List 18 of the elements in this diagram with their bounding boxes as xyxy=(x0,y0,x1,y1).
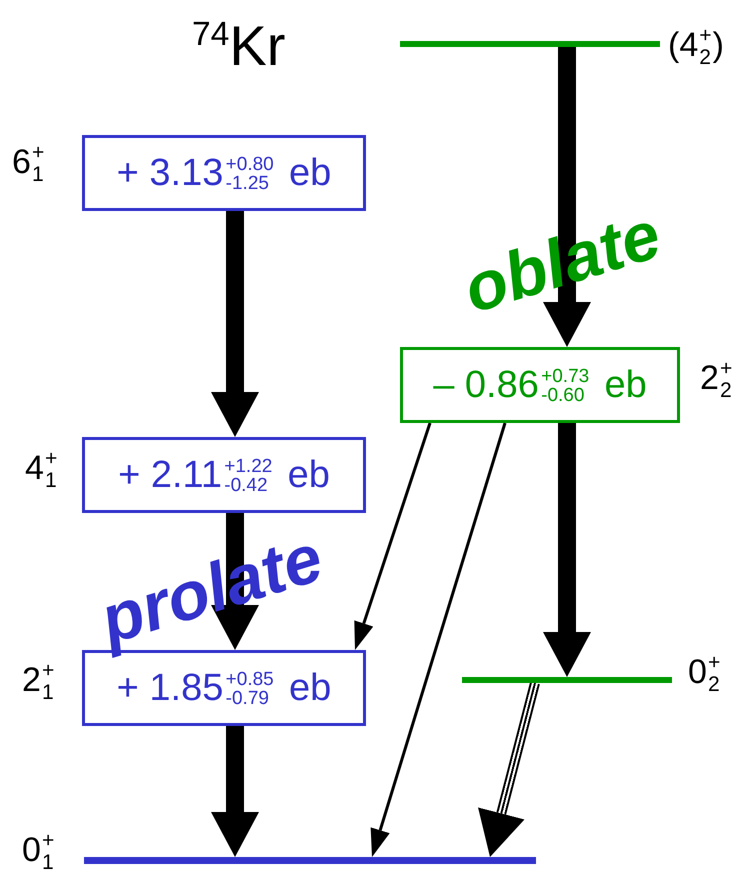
nucleus-title: $^{74}$Kr xyxy=(192,18,286,74)
transition-arrow xyxy=(211,211,259,437)
quadrupole-moment-value: – 0.86$^{+0.73}$$_{-0.60}$ eb xyxy=(433,364,647,406)
transition-arrow xyxy=(543,423,591,677)
transition-arrow xyxy=(211,513,259,650)
quadrupole-moment-value: + 2.11$^{+1.22}$$_{-0.42}$ eb xyxy=(118,454,330,496)
transition-arrow xyxy=(211,726,259,857)
spin-parity-label: (4$^{+}$$_{2}$) xyxy=(668,25,724,70)
deformation-label: oblate xyxy=(456,200,668,324)
level-box xyxy=(82,437,366,513)
level-box xyxy=(400,347,680,423)
transition-arrow xyxy=(478,682,540,857)
transition-arrow xyxy=(543,47,591,347)
transition-arrow xyxy=(370,422,506,857)
transition-arrow xyxy=(354,422,432,650)
level-box xyxy=(82,135,366,211)
quadrupole-moment-value: + 3.13$^{+0.80}$$_{-1.25}$ eb xyxy=(116,152,332,194)
quadrupole-moment-value: + 1.85$^{+0.85}$$_{-0.79}$ eb xyxy=(116,666,332,710)
